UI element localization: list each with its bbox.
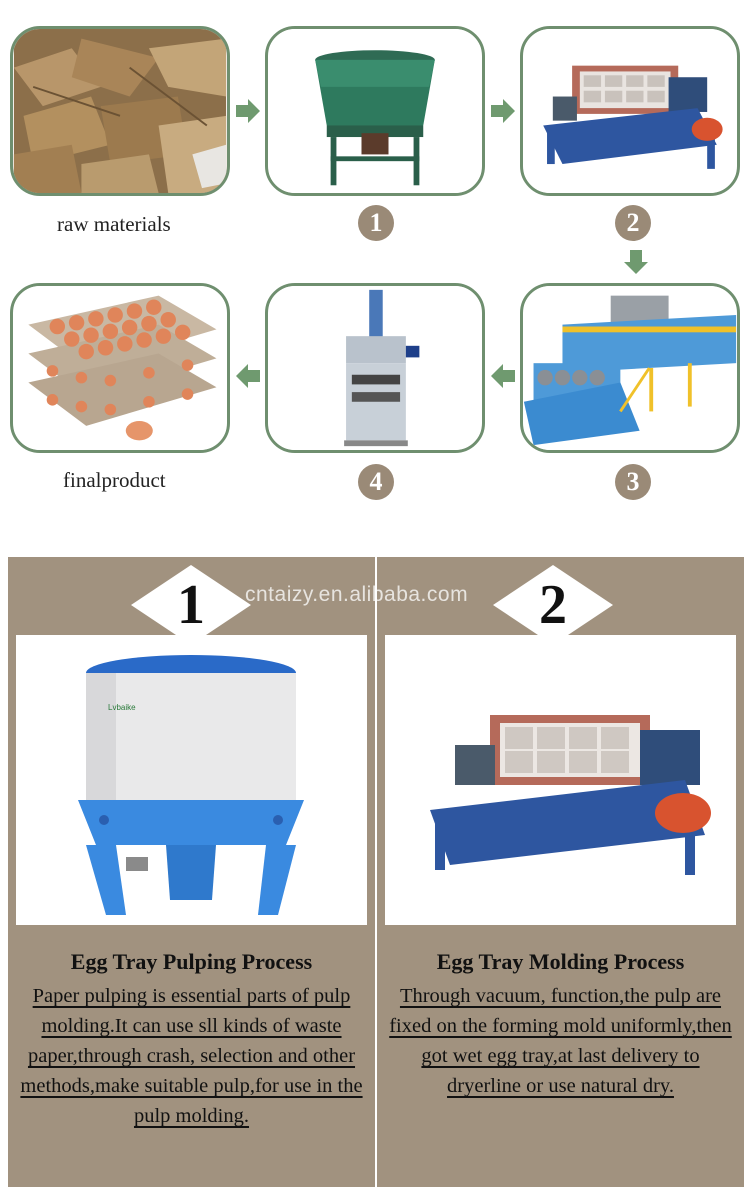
panel-molding: 2 Egg Tray Molding Process Through vacuu… bbox=[377, 557, 744, 1187]
arrow-left-icon bbox=[491, 364, 515, 388]
green-pulper-illustration bbox=[268, 29, 482, 193]
panel-1-description: Paper pulping is essential parts of pulp… bbox=[20, 985, 363, 1127]
pulper-machine-image: Lvbaike bbox=[16, 635, 367, 925]
drying-line-illustration bbox=[523, 286, 737, 450]
svg-text:Lvbaike: Lvbaike bbox=[108, 703, 136, 712]
hot-press-illustration bbox=[268, 286, 482, 450]
panel-2-number-badge: 2 bbox=[493, 565, 613, 645]
watermark: cntaizy.en.alibaba.com bbox=[245, 583, 469, 606]
panel-2-description: Through vacuum, function,the pulp are fi… bbox=[389, 985, 732, 1097]
egg-trays-illustration bbox=[13, 286, 227, 450]
arrow-left-icon bbox=[236, 364, 260, 388]
panel-1-text: Egg Tray Pulping Process Paper pulping i… bbox=[8, 935, 375, 1179]
raw-materials-image bbox=[10, 26, 230, 196]
step-2-molding-machine-image bbox=[520, 26, 740, 196]
panel-pulping: 1 Lvbaike Egg Tray Pulping Process Paper… bbox=[8, 557, 375, 1187]
step-1-pulper-image bbox=[265, 26, 485, 196]
arrow-down-icon bbox=[624, 250, 648, 274]
white-pulper-illustration: Lvbaike bbox=[16, 635, 367, 925]
panel-1-number: 1 bbox=[177, 574, 205, 636]
step-2-badge: 2 bbox=[615, 205, 651, 241]
panel-2-number: 2 bbox=[539, 574, 567, 636]
final-product-image bbox=[10, 283, 230, 453]
step-4-hot-press-image bbox=[265, 283, 485, 453]
step-3-badge: 3 bbox=[615, 464, 651, 500]
panel-1-title: Egg Tray Pulping Process bbox=[70, 949, 313, 974]
molding-machine-illustration bbox=[523, 29, 737, 193]
panel-1-number-badge: 1 bbox=[131, 565, 251, 645]
arrow-right-icon bbox=[236, 99, 260, 123]
raw-materials-caption: raw materials bbox=[57, 212, 171, 236]
molding-machine-large-illustration bbox=[385, 635, 736, 925]
panel-2-text: Egg Tray Molding Process Through vacuum,… bbox=[377, 935, 744, 1179]
step-1-badge: 1 bbox=[358, 205, 394, 241]
step-3-drying-line-image bbox=[520, 283, 740, 453]
panel-2-title: Egg Tray Molding Process bbox=[436, 949, 685, 974]
arrow-right-icon bbox=[491, 99, 515, 123]
molding-machine-image bbox=[385, 635, 736, 925]
cardboard-pile-illustration bbox=[13, 29, 227, 193]
final-product-caption: finalproduct bbox=[63, 468, 166, 492]
step-4-badge: 4 bbox=[358, 464, 394, 500]
